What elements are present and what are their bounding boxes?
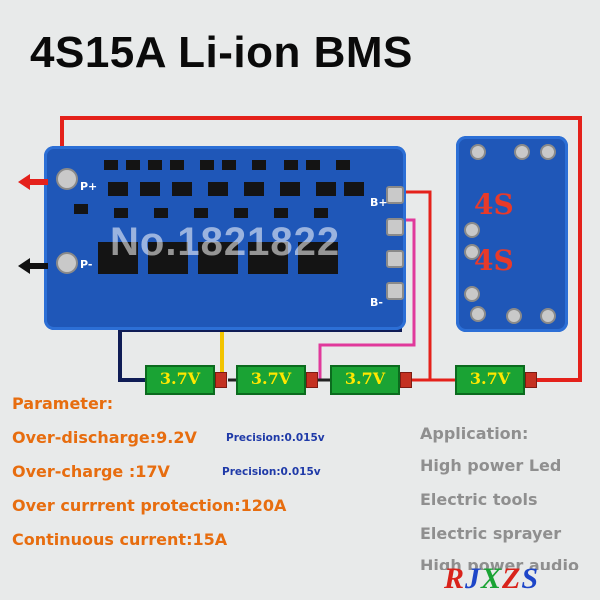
- continuous-current: Continuous current:15A: [12, 530, 228, 549]
- component: [280, 182, 300, 196]
- over-charge: Over-charge :17V: [12, 462, 170, 481]
- precision-1: Precision:0.015v: [226, 432, 325, 444]
- component: [140, 182, 160, 196]
- mosfet: [98, 242, 138, 274]
- arrow-left-red-icon: [18, 174, 48, 190]
- battery-cell-1: 3.7V: [145, 365, 227, 395]
- bms-board-front: P+ P- B+ B-: [44, 146, 406, 330]
- component: [222, 160, 236, 170]
- battery-cell-4: 3.7V: [455, 365, 537, 395]
- pad: [464, 244, 480, 260]
- component: [172, 182, 192, 196]
- b-minus-label: B-: [370, 296, 383, 309]
- logo-letter: J: [465, 562, 482, 595]
- cell-body: [145, 365, 215, 395]
- precision-2: Precision:0.015v: [222, 466, 321, 478]
- pad: [514, 144, 530, 160]
- component: [114, 208, 128, 218]
- component: [244, 182, 264, 196]
- component: [284, 160, 298, 170]
- component: [316, 182, 336, 196]
- component: [154, 208, 168, 218]
- battery-cell-3: 3.7V: [330, 365, 412, 395]
- cell-body: [330, 365, 400, 395]
- application-item: Electric sprayer: [420, 524, 562, 543]
- back-label-1: 4S: [474, 188, 514, 221]
- component: [104, 160, 118, 170]
- component: [344, 182, 364, 196]
- cell-terminal: [215, 372, 227, 388]
- component: [208, 182, 228, 196]
- logo-letter: S: [521, 562, 540, 595]
- logo-letter: X: [481, 562, 503, 595]
- page-title: 4S15A Li-ion BMS: [30, 28, 413, 77]
- application-heading: Application:: [420, 424, 529, 443]
- cell-terminal: [400, 372, 412, 388]
- pad: [470, 306, 486, 322]
- cell-terminal: [525, 372, 537, 388]
- b-pad-3: [386, 250, 404, 268]
- cell-terminal: [306, 372, 318, 388]
- b-pad-2: [386, 218, 404, 236]
- cell-voltage: 3.7V: [344, 369, 386, 388]
- component: [170, 160, 184, 170]
- component: [200, 160, 214, 170]
- battery-cell-2: 3.7V: [236, 365, 318, 395]
- parameter-heading: Parameter:: [12, 394, 114, 413]
- application-item: High power audio: [420, 556, 579, 570]
- wire-red-main: [60, 116, 582, 382]
- component: [234, 208, 248, 218]
- p-minus-label: P-: [80, 258, 93, 271]
- b-plus-label: B+: [370, 196, 388, 209]
- back-label-2: 4S: [474, 244, 514, 277]
- pad: [540, 308, 556, 324]
- application-item: High power Led: [420, 456, 562, 475]
- mosfet: [198, 242, 238, 274]
- p-plus-label: P+: [80, 180, 98, 193]
- pad: [464, 222, 480, 238]
- component: [194, 208, 208, 218]
- p-plus-pad: [56, 168, 78, 190]
- component: [126, 160, 140, 170]
- arrow-left-black-icon: [18, 258, 48, 274]
- pad: [464, 286, 480, 302]
- pad: [506, 308, 522, 324]
- logo-letter: R: [444, 562, 466, 595]
- mosfet: [298, 242, 338, 274]
- over-current: Over currrent protection:120A: [12, 496, 287, 515]
- component: [274, 208, 288, 218]
- bms-board-back: [456, 136, 568, 332]
- logo-letter: Z: [502, 562, 522, 595]
- pad: [540, 144, 556, 160]
- mosfet: [248, 242, 288, 274]
- component: [108, 182, 128, 196]
- p-minus-pad: [56, 252, 78, 274]
- component: [336, 160, 350, 170]
- application-item: Electric tools: [420, 490, 538, 509]
- mosfet: [148, 242, 188, 274]
- b-plus-pad: [386, 186, 404, 204]
- cell-body: [236, 365, 306, 395]
- cell-voltage: 3.7V: [159, 369, 201, 388]
- cell-voltage: 3.7V: [250, 369, 292, 388]
- component: [252, 160, 266, 170]
- watermark: No.1821822: [110, 220, 341, 264]
- component: [74, 204, 88, 214]
- component: [314, 208, 328, 218]
- component: [148, 160, 162, 170]
- cell-body: [455, 365, 525, 395]
- cell-voltage: 3.7V: [469, 369, 511, 388]
- pad: [470, 144, 486, 160]
- wire-pink: [318, 218, 416, 380]
- component: [306, 160, 320, 170]
- brand-logo: RJXZS: [444, 562, 539, 596]
- over-discharge: Over-discharge:9.2V: [12, 428, 197, 447]
- b-pad-4: [386, 282, 404, 300]
